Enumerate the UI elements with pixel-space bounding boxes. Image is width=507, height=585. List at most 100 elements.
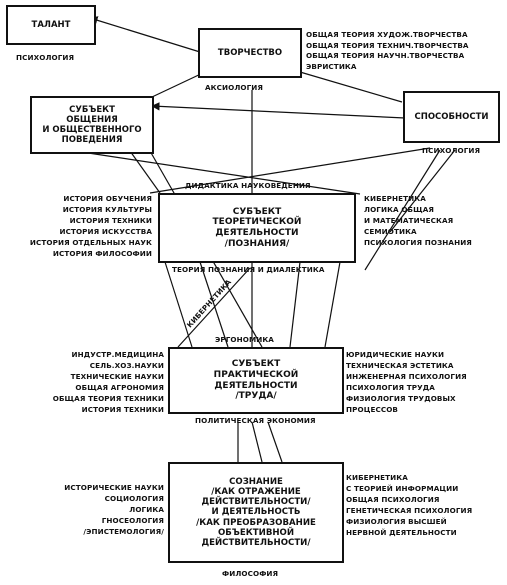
- list-item: ОБЩАЯ ПСИХОЛОГИЯ: [346, 495, 440, 504]
- list-creativity: ОБЩАЯ ТЕОРИЯ ХУДОЖ.ТВОРЧЕСТВА ОБЩАЯ ТЕОР…: [306, 30, 469, 72]
- list-item: ИСТОРИЯ ТЕХНИКИ: [81, 405, 164, 414]
- line-social-cross-1: [74, 150, 361, 195]
- line-creativity-abilities: [299, 71, 403, 103]
- social-line-1: СУБЪЕКТ: [69, 104, 115, 115]
- label-theory-cognition: ТЕОРИЯ ПОЗНАНИЯ И ДИАЛЕКТИКА: [172, 265, 325, 274]
- theo-line-3: ДЕЯТЕЛЬНОСТИ: [215, 228, 299, 238]
- arrow-creativity-to-talant: [89, 16, 201, 53]
- list-item: ПРОЦЕССОВ: [346, 405, 399, 414]
- list-item: ИСТОРИЯ ФИЛОСОФИИ: [52, 249, 152, 258]
- list-item: ПСИХОЛОГИЯ ПОЗНАНИЯ: [364, 238, 472, 247]
- line-creativity-social: [151, 71, 206, 98]
- list-item: ИНДУСТР.МЕДИЦИНА: [71, 350, 164, 359]
- label-psychology-talant: ПСИХОЛОГИЯ: [16, 53, 75, 62]
- line-prac-cons-2: [251, 421, 263, 463]
- list-item: ЭВРИСТИКА: [306, 61, 357, 71]
- line-abilities-theoretical: [149, 147, 431, 194]
- list-item: ОБЩАЯ ТЕОРИЯ ТЕХНИКИ: [52, 394, 164, 403]
- box-talant-title: ТАЛАНТ: [31, 19, 71, 30]
- label-psychology-abilities: ПСИХОЛОГИЯ: [422, 146, 481, 155]
- cons-line-7: ДЕЙСТВИТЕЛЬНОСТИ/: [201, 537, 311, 548]
- list-item: /ЭПИСТЕМОЛОГИЯ/: [83, 527, 164, 536]
- line-theo-prac-2: [199, 261, 229, 348]
- prac-line-3: ДЕЯТЕЛЬНОСТИ: [214, 380, 298, 391]
- arrow-abilities-to-social: [151, 102, 406, 119]
- line-social-cross-2: [129, 150, 161, 194]
- theo-line-4: /ПОЗНАНИЯ/: [224, 238, 290, 249]
- label-ergonomics: ЭРГОНОМИКА: [215, 335, 274, 344]
- list-item: ЛОГИКА: [129, 505, 164, 514]
- prac-line-4: /ТРУДА/: [235, 391, 277, 402]
- line-cybernetics-diag: [177, 267, 251, 348]
- list-item: И МАТЕМАТИЧЕСКАЯ: [364, 216, 454, 225]
- list-item: ТЕХНИЧЕСКАЯ ЭСТЕТИКА: [346, 361, 454, 370]
- cons-line-4: И ДЕЯТЕЛЬНОСТЬ: [211, 507, 301, 518]
- list-item: КИБЕРНЕТИКА: [346, 473, 408, 482]
- cons-line-3: ДЕЙСТВИТЕЛЬНОСТИ/: [201, 497, 311, 508]
- box-creativity-title: ТВОРЧЕСТВО: [217, 47, 283, 58]
- list-item: ГЕНЕТИЧЕСКАЯ ПСИХОЛОГИЯ: [346, 506, 473, 515]
- cons-line-2: /КАК ОТРАЖЕНИЕ: [211, 487, 301, 498]
- cons-line-5: /КАК ПРЕОБРАЗОВАНИЕ: [196, 517, 316, 528]
- list-theoretical-right: КИБЕРНЕТИКА ЛОГИКА ОБЩАЯ И МАТЕМАТИЧЕСКА…: [364, 193, 472, 248]
- prac-line-2: ПРАКТИЧЕСКОЙ: [213, 369, 299, 380]
- list-item: ФИЗИОЛОГИЯ ТРУДОВЫХ: [346, 394, 456, 403]
- box-abilities: СПОСОБНОСТИ: [403, 91, 500, 143]
- box-subject-theoretical: СУБЪЕКТ ТЕОРЕТИЧЕСКОЙ ДЕЯТЕЛЬНОСТИ /ПОЗН…: [158, 193, 356, 263]
- list-item: ОБЩАЯ ТЕОРИЯ ХУДОЖ.ТВОРЧЕСТВА: [306, 30, 468, 39]
- social-line-4: ПОВЕДЕНИЯ: [61, 135, 123, 146]
- list-item: ИНЖЕНЕРНАЯ ПСИХОЛОГИЯ: [346, 372, 467, 381]
- label-philosophy: ФИЛОСОФИЯ: [222, 569, 279, 578]
- list-item: ИСТОРИЯ ОТДЕЛЬНЫХ НАУК: [29, 238, 152, 247]
- list-item: ИСТОРИЯ ТЕХНИКИ: [69, 216, 152, 225]
- social-line-3: И ОБЩЕСТВЕННОГО: [42, 125, 142, 135]
- box-subject-practical: СУБЪЕКТ ПРАКТИЧЕСКОЙ ДЕЯТЕЛЬНОСТИ /ТРУДА…: [168, 347, 344, 414]
- list-consciousness-left: ИСТОРИЧЕСКИЕ НАУКИ СОЦИОЛОГИЯ ЛОГИКА ГНО…: [64, 482, 164, 537]
- list-item: СОЦИОЛОГИЯ: [104, 494, 164, 503]
- list-consciousness-right: КИБЕРНЕТИКА С ТЕОРИЕЙ ИНФОРМАЦИИ ОБЩАЯ П…: [346, 472, 472, 538]
- box-abilities-title: СПОСОБНОСТИ: [414, 111, 489, 122]
- box-subject-social: СУБЪЕКТ ОБЩЕНИЯ И ОБЩЕСТВЕННОГО ПОВЕДЕНИ…: [30, 96, 154, 154]
- box-talant: ТАЛАНТ: [6, 5, 96, 45]
- list-item: ОБЩАЯ АГРОНОМИЯ: [75, 383, 164, 392]
- list-practical-left: ИНДУСТР.МЕДИЦИНА СЕЛЬ.ХОЗ.НАУКИ ТЕХНИЧЕС…: [53, 349, 164, 415]
- list-item: ИСТОРИЯ КУЛЬТУРЫ: [62, 205, 152, 214]
- box-consciousness: СОЗНАНИЕ /КАК ОТРАЖЕНИЕ ДЕЙСТВИТЕЛЬНОСТИ…: [168, 462, 344, 563]
- list-theoretical-left: ИСТОРИЯ ОБУЧЕНИЯ ИСТОРИЯ КУЛЬТУРЫ ИСТОРИ…: [30, 193, 152, 259]
- list-item: СЕМИОТИКА: [364, 227, 417, 236]
- list-item: ФИЗИОЛОГИЯ ВЫСШЕЙ: [346, 517, 447, 526]
- social-line-2: ОБЩЕНИЯ: [66, 114, 118, 125]
- list-item: ГНОСЕОЛОГИЯ: [101, 516, 164, 525]
- list-item: ЮРИДИЧЕСКИЕ НАУКИ: [346, 350, 445, 359]
- theo-line-2: ТЕОРЕТИЧЕСКОЙ: [212, 217, 302, 228]
- label-political-economy: ПОЛИТИЧЕСКАЯ ЭКОНОМИЯ: [195, 416, 316, 425]
- line-theo-prac-5: [324, 261, 341, 348]
- list-item: С ТЕОРИЕЙ ИНФОРМАЦИИ: [346, 484, 459, 493]
- list-item: ИСТОРИЧЕСКИЕ НАУКИ: [64, 483, 164, 492]
- list-item: ЛОГИКА ОБЩАЯ: [364, 205, 435, 214]
- list-item: ТЕХНИЧЕСКИЕ НАУКИ: [70, 372, 164, 381]
- list-item: ИСТОРИЯ ОБУЧЕНИЯ: [63, 194, 152, 203]
- line-theo-prac-4: [289, 261, 301, 348]
- list-item: НЕРВНОЙ ДЕЯТЕЛЬНОСТИ: [346, 528, 457, 537]
- list-item: ОБЩАЯ ТЕОРИЯ ТЕХНИЧ.ТВОРЧЕСТВА: [306, 40, 469, 50]
- box-creativity: ТВОРЧЕСТВО: [198, 28, 302, 78]
- line-abilities-down: [364, 149, 441, 271]
- list-item: СЕЛЬ.ХОЗ.НАУКИ: [89, 361, 164, 370]
- prac-line-1: СУБЪЕКТ: [231, 359, 281, 370]
- line-abilities-down-2: [389, 149, 456, 233]
- cons-line-6: ОБЪЕКТИВНОЙ: [217, 527, 295, 538]
- cons-line-1: СОЗНАНИЕ: [229, 477, 283, 487]
- list-practical-right: ЮРИДИЧЕСКИЕ НАУКИ ТЕХНИЧЕСКАЯ ЭСТЕТИКА И…: [346, 349, 467, 415]
- line-theo-prac-1: [164, 261, 193, 348]
- label-axiology: АКСИОЛОГИЯ: [205, 83, 264, 92]
- label-didactics: ДИДАКТИКА НАУКОВЕДЕНИЯ: [185, 181, 311, 190]
- line-prac-cons-3: [267, 421, 283, 463]
- list-item: КИБЕРНЕТИКА: [364, 194, 426, 203]
- list-item: ПСИХОЛОГИЯ ТРУДА: [346, 383, 435, 392]
- list-item: ИСТОРИЯ ИСКУССТВА: [59, 227, 152, 236]
- list-item: ОБЩАЯ ТЕОРИЯ НАУЧН.ТВОРЧЕСТВА: [306, 51, 465, 60]
- theo-line-1: СУБЪЕКТ: [232, 206, 282, 217]
